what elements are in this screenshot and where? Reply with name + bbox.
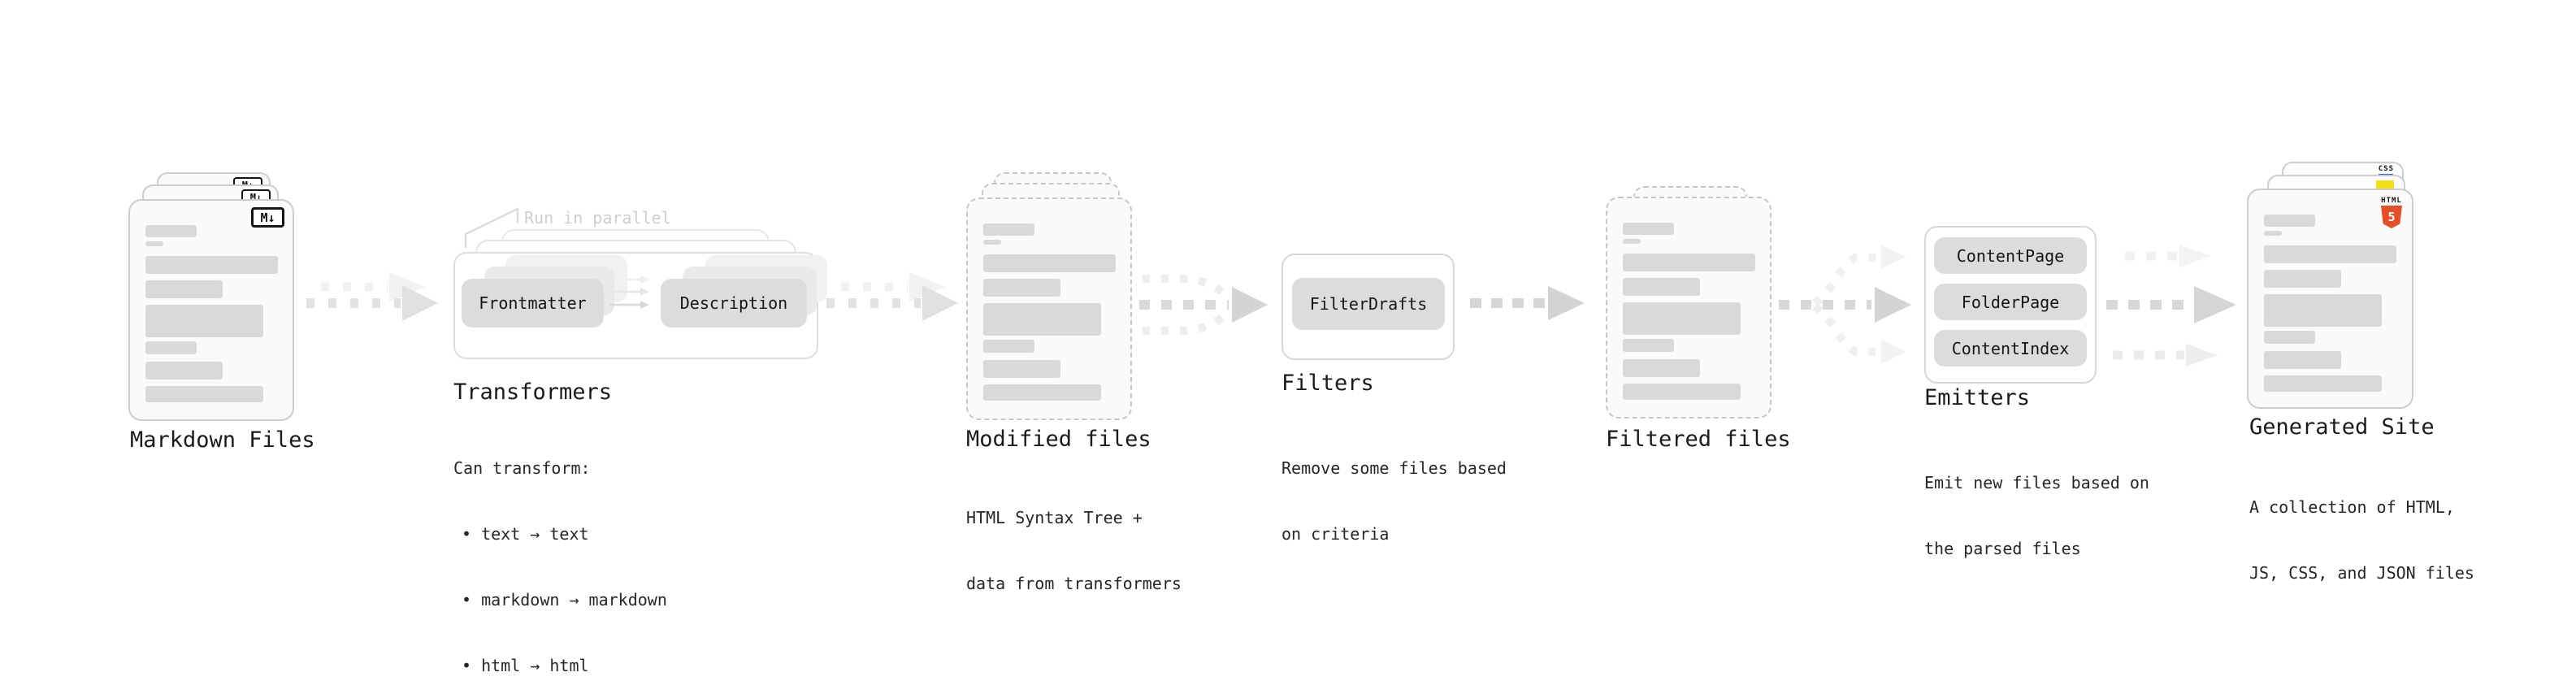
doc-text-bar	[1623, 359, 1700, 377]
filters-description: Remove some files based on criteria	[1281, 414, 1507, 589]
js-icon	[2376, 180, 2394, 189]
description-line: A collection of HTML,	[2249, 497, 2455, 517]
doc-text-bar	[2264, 231, 2282, 236]
doc-text-bar	[983, 254, 1116, 272]
doc-text-bar	[2264, 375, 2382, 392]
emitter-box-label: FolderPage	[1961, 292, 2060, 312]
markdown-badge-label: M↓	[260, 210, 275, 225]
doc-text-bar	[145, 256, 278, 274]
doc-text-bar	[983, 340, 1034, 353]
doc-text-bar	[1623, 239, 1641, 244]
description-line: Emit new files based on	[1924, 473, 2149, 492]
markdown-doc-front: M↓	[128, 199, 294, 421]
emitter-box-label: ContentIndex	[1951, 338, 2070, 358]
doc-text-bar	[983, 223, 1034, 236]
doc-text-bar	[1623, 339, 1674, 352]
description-line: JS, CSS, and JSON files	[2249, 563, 2474, 583]
doc-text-bar	[983, 240, 1001, 245]
doc-text-bar	[1623, 254, 1755, 271]
transformer-box-description: Description	[661, 279, 807, 327]
doc-text-bar	[145, 241, 163, 246]
transformers-bullet: • markdown → markdown	[462, 590, 667, 609]
transformer-box-label: Description	[679, 293, 788, 313]
transformers-bullet: • html → html	[462, 656, 589, 675]
files-flow-arrow	[306, 272, 438, 321]
html5-shield: 5	[2381, 206, 2402, 228]
fanout-arrow	[1779, 245, 1911, 364]
doc-text-bar	[2264, 215, 2315, 227]
doc-text-bar	[2264, 294, 2382, 327]
stage-title-emitters: Emitters	[1924, 385, 2031, 410]
doc-text-bar	[2264, 351, 2341, 369]
markdown-icon: M↓	[251, 207, 284, 228]
stage-title-filtered-files: Filtered files	[1606, 427, 1791, 452]
modified-doc-front	[966, 197, 1132, 420]
flow-arrow	[1470, 286, 1585, 320]
description-line: on criteria	[1281, 524, 1390, 544]
callout-leader-line	[464, 207, 519, 248]
doc-text-bar	[145, 386, 263, 402]
emitter-box-label: ContentPage	[1956, 245, 2065, 266]
triple-flow-arrow	[2106, 245, 2236, 367]
stage-title-modified-files: Modified files	[966, 427, 1151, 452]
doc-text-bar	[145, 341, 197, 354]
emitter-box-contentindex: ContentIndex	[1934, 330, 2087, 367]
doc-text-bar	[983, 279, 1060, 297]
transformer-box-frontmatter: Frontmatter	[462, 279, 604, 327]
doc-text-bar	[145, 362, 223, 380]
emitter-box-contentpage: ContentPage	[1934, 237, 2087, 274]
doc-text-bar	[983, 303, 1101, 336]
stage-title-generated-site: Generated Site	[2249, 414, 2435, 440]
html5-logo-text: HTML	[2381, 197, 2402, 205]
doc-text-bar	[145, 280, 223, 298]
emitters-description: Emit new files based on the parsed files	[1924, 428, 2149, 604]
doc-text-bar	[1623, 278, 1700, 296]
stage-title-filters: Filters	[1281, 371, 1374, 396]
doc-text-bar	[1623, 223, 1674, 235]
run-in-parallel-callout: Run in parallel	[524, 208, 671, 228]
description-line: data from transformers	[966, 574, 1182, 593]
doc-text-bar	[2264, 270, 2341, 288]
doc-text-bar	[983, 360, 1060, 378]
doc-text-bar	[2264, 331, 2315, 344]
files-flow-arrow	[826, 272, 958, 321]
doc-text-bar	[1623, 384, 1741, 400]
filtered-doc-front	[1606, 197, 1772, 419]
transformers-note-heading: Can transform:	[453, 458, 591, 478]
merge-arrow	[1139, 275, 1268, 335]
html5-icon: HTML 5	[2381, 197, 2402, 228]
doc-text-bar	[145, 305, 263, 337]
transformer-box-label: Frontmatter	[479, 293, 587, 313]
generated-site-description: A collection of HTML, JS, CSS, and JSON …	[2249, 453, 2474, 628]
doc-text-bar	[1623, 302, 1741, 335]
description-line: Remove some files based	[1281, 458, 1507, 478]
emitter-box-folderpage: FolderPage	[1934, 284, 2087, 320]
generated-doc-html: HTML 5	[2247, 189, 2413, 409]
filter-box-filterdrafts: FilterDrafts	[1292, 278, 1445, 330]
stage-title-transformers: Transformers	[453, 380, 613, 405]
description-line: HTML Syntax Tree +	[966, 508, 1143, 527]
stage-title-markdown-files: Markdown Files	[130, 427, 315, 453]
description-line: the parsed files	[1924, 539, 2081, 558]
modified-files-description: HTML Syntax Tree + data from transformer…	[966, 463, 1182, 639]
html5-logo-number: 5	[2387, 210, 2396, 224]
css-badge-label: CSS	[2378, 165, 2394, 173]
filter-box-label: FilterDrafts	[1309, 294, 1428, 314]
doc-text-bar	[145, 225, 197, 237]
transformers-bullet: • text → text	[462, 524, 589, 544]
doc-text-bar	[2264, 245, 2396, 263]
parallel-step-arrows	[609, 275, 649, 309]
doc-text-bar	[983, 384, 1101, 401]
transformers-note: Can transform: • text → text • markdown …	[453, 414, 667, 681]
